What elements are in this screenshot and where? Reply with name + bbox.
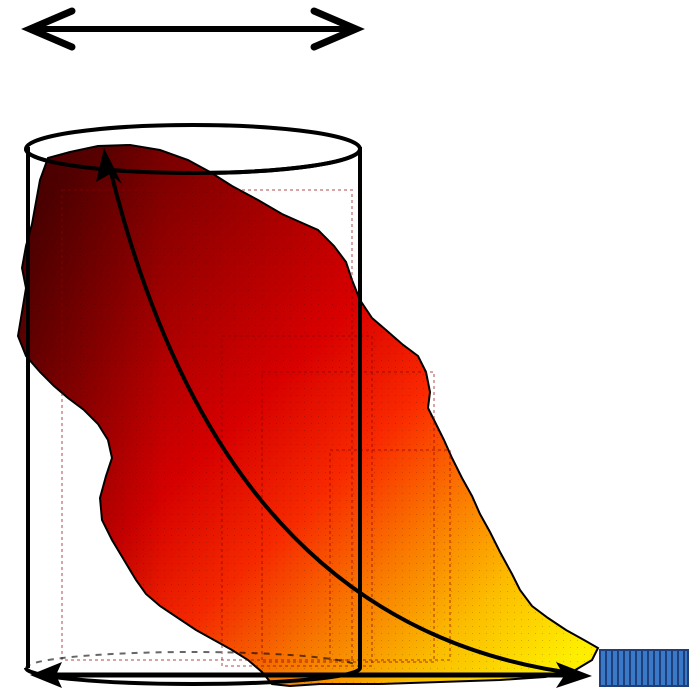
trajectory-curve-arrow (96, 148, 581, 676)
double-headed-arrow-icon (21, 7, 365, 51)
arrowhead-icon (96, 148, 122, 184)
source-block (599, 649, 689, 687)
arrowhead-icon (30, 662, 62, 688)
concentration-plume (16, 143, 600, 688)
